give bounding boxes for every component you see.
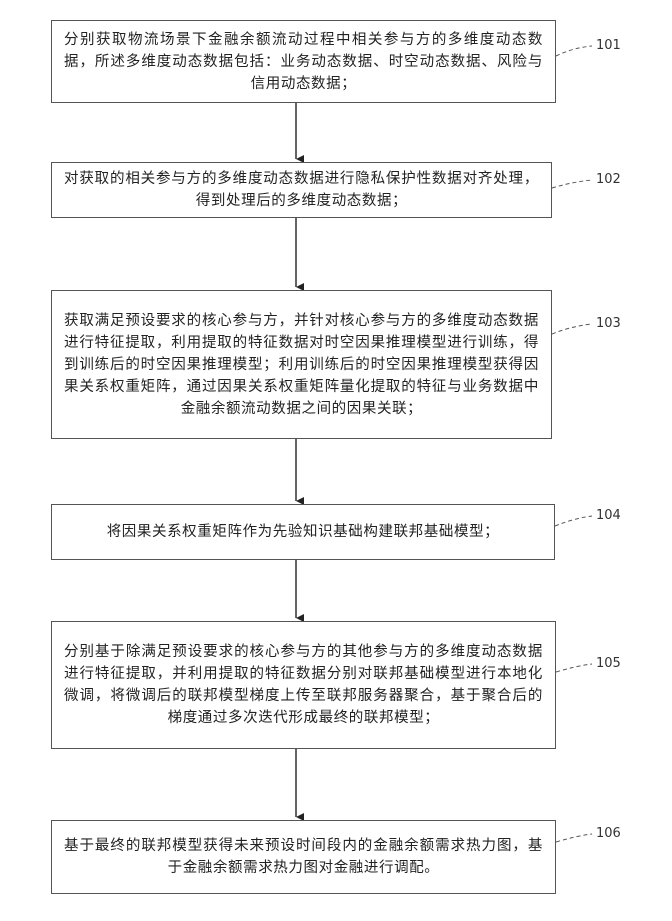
step-text-104: 将因果关系权重矩阵作为先验知识基础构建联邦基础模型； (64, 521, 542, 543)
step-box-101: 分别获取物流场景下金融余额流动过程中相关参与方的多维度动态数据，所述多维度动态数… (51, 20, 556, 103)
step-box-104: 将因果关系权重矩阵作为先验知识基础构建联邦基础模型； (51, 504, 555, 560)
step-number-106: 106 (596, 826, 621, 841)
step-text-105: 分别基于除满足预设要求的核心参与方的其他参与方的多维度动态数据进行特征提取，并利… (64, 641, 543, 729)
step-box-106: 基于最终的联邦模型获得未来预设时间段内的金融余额需求热力图，基于金融余额需求热力… (51, 820, 556, 894)
step-number-104: 104 (596, 508, 621, 523)
leader-line-104 (555, 516, 592, 526)
step-text-106: 基于最终的联邦模型获得未来预设时间段内的金融余额需求热力图，基于金融余额需求热力… (64, 835, 543, 879)
leader-line-103 (552, 324, 592, 334)
step-number-103: 103 (596, 316, 621, 331)
leader-line-105 (556, 664, 592, 672)
leader-line-102 (552, 180, 592, 188)
step-number-101: 101 (596, 38, 621, 53)
step-text-102: 对获取的相关参与方的多维度动态数据进行隐私保护性数据对齐处理，得到处理后的多维度… (64, 168, 539, 212)
step-box-103: 获取满足预设要求的核心参与方，并针对核心参与方的多维度动态数据进行特征提取，利用… (51, 290, 552, 439)
step-text-103: 获取满足预设要求的核心参与方，并针对核心参与方的多维度动态数据进行特征提取，利用… (64, 310, 539, 420)
leader-line-101 (556, 46, 592, 56)
step-number-102: 102 (596, 172, 621, 187)
leader-line-106 (556, 834, 592, 842)
step-box-105: 分别基于除满足预设要求的核心参与方的其他参与方的多维度动态数据进行特征提取，并利… (51, 621, 556, 749)
step-number-105: 105 (596, 656, 621, 671)
step-text-101: 分别获取物流场景下金融余额流动过程中相关参与方的多维度动态数据，所述多维度动态数… (64, 29, 543, 95)
step-box-102: 对获取的相关参与方的多维度动态数据进行隐私保护性数据对齐处理，得到处理后的多维度… (51, 162, 552, 218)
